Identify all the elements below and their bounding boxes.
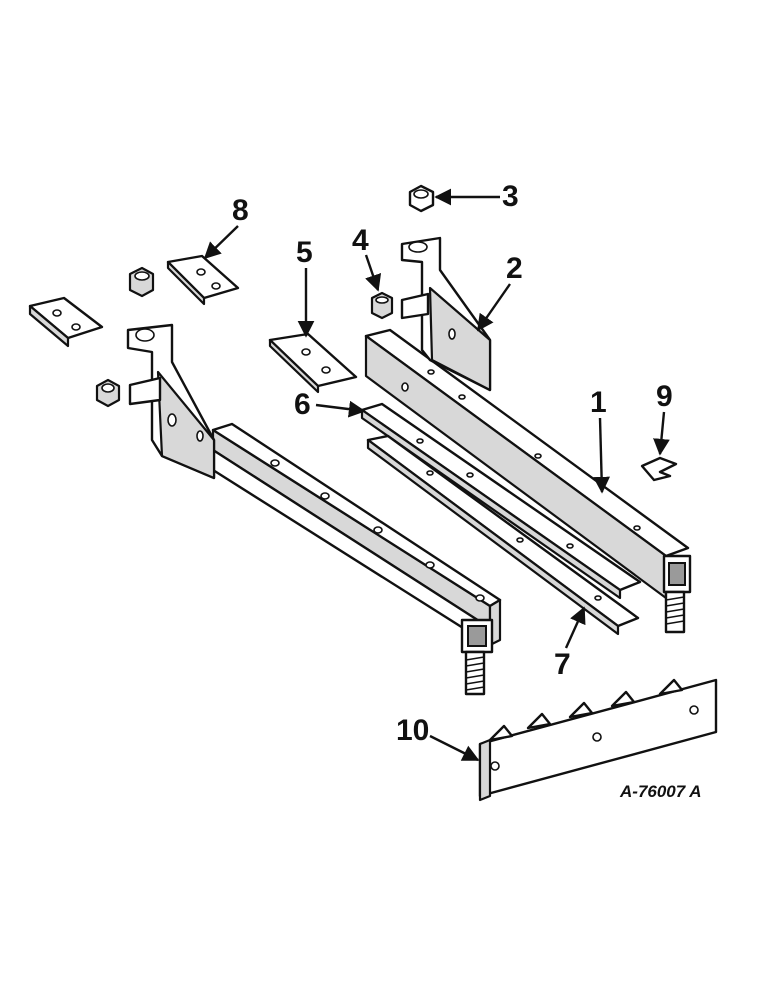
callout-7: 7 [554,648,571,681]
leader-10 [429,734,480,762]
leader-6 [315,400,366,418]
callout-2: 2 [506,252,523,285]
drawing-reference-code: A-76007 A [619,782,702,801]
callout-labels: 1 2 3 4 5 6 7 8 9 10 [232,180,673,747]
part-3-nut [408,184,435,213]
stud-threads [465,656,485,691]
leader-7 [564,606,586,649]
right-stud-threads [665,596,685,625]
callout-leaders [203,188,670,762]
part-10-knife-bar [478,678,718,802]
callout-4: 4 [352,224,369,257]
part-6-strip [360,402,642,600]
beam-holes [270,459,485,602]
part-8-plate [166,254,240,306]
left-beam-assembly [126,323,502,696]
knife-teeth [488,678,684,742]
leader-9 [653,411,670,456]
callout-8: 8 [232,194,249,227]
leader-2 [477,283,511,332]
callout-9: 9 [656,380,673,413]
plate-small-left [28,296,104,348]
callout-5: 5 [296,236,313,269]
leader-4 [364,254,382,292]
callout-6: 6 [294,388,311,421]
leader-8 [203,225,239,260]
callout-3: 3 [502,180,519,213]
part-9-clip [640,456,678,482]
callout-10: 10 [396,714,429,747]
nut-left-upper [128,266,155,298]
part-4-nut [370,291,394,320]
right-beam-holes [401,369,641,531]
part-5-plate [268,332,358,394]
nut-left-lower [95,378,121,408]
part-7-strip [366,434,640,636]
right-beam-assembly [364,236,692,634]
callout-1: 1 [590,386,607,419]
leader-1 [593,417,610,494]
